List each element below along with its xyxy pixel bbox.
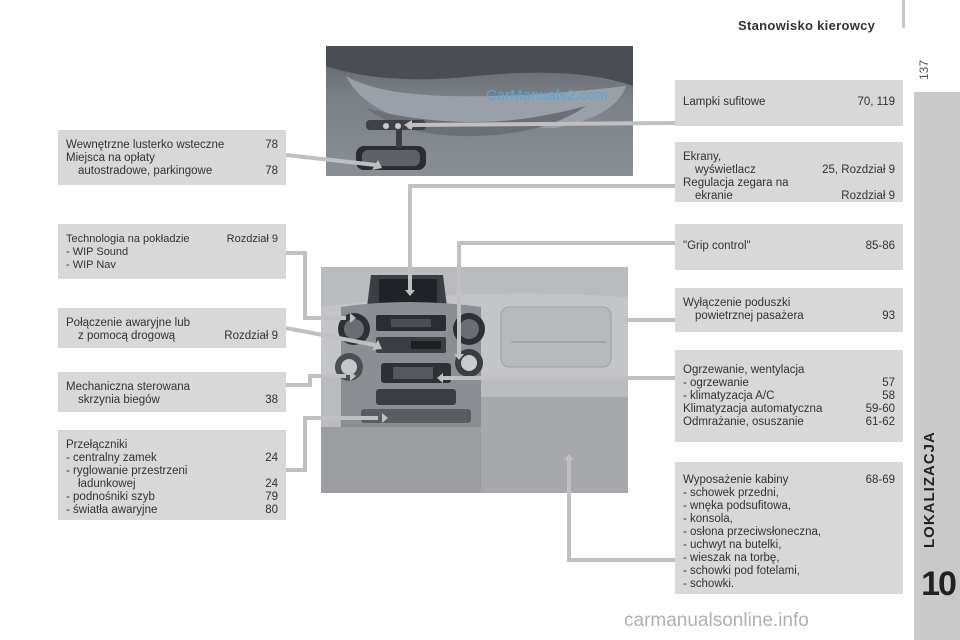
cabin-box: Wyposażenie kabiny 68-69 - schowek przedn… xyxy=(675,462,903,594)
emergency-label: Połączenie awaryjne lub xyxy=(66,317,191,329)
cabin-item: - osłona przeciwsłoneczna, xyxy=(683,526,822,538)
watermark-bottom: carmanualsonline.info xyxy=(624,610,809,631)
clock-page: Rozdział 9 xyxy=(841,190,895,202)
central-lock-item: - centralny zamek xyxy=(66,452,157,464)
switches-box: Przełączniki - centralny zamek 24 - ryglo… xyxy=(58,430,286,520)
tech-page: Rozdział 9 xyxy=(226,233,278,245)
heating-page: 57 xyxy=(882,377,895,389)
airbag-page: 93 xyxy=(882,310,895,322)
emergency-page: Rozdział 9 xyxy=(224,330,278,342)
cabin-item: - schowki. xyxy=(683,578,735,590)
ceiling-mirror-photo xyxy=(326,46,633,176)
cabin-item: - uchwyt na butelki, xyxy=(683,539,782,551)
display-label: wyświetlacz xyxy=(695,164,756,176)
wip-sound-item: - WIP Sound xyxy=(66,246,129,258)
central-lock-page: 24 xyxy=(265,452,278,464)
ceiling-mirror-illustration xyxy=(326,46,633,170)
grip-control-box: "Grip control" 85-86 xyxy=(675,224,903,270)
screens-box: Ekrany, wyświetlacz 25, Rozdział 9 Regula… xyxy=(675,142,903,202)
chapter-side-tab xyxy=(914,92,960,640)
mirror-page: 78 xyxy=(265,139,278,151)
clock-label: Regulacja zegara na xyxy=(683,177,789,189)
clock-label-cont: ekranie xyxy=(695,190,733,202)
cabin-item: - schowek przedni, xyxy=(683,487,779,499)
cabin-item: - konsola, xyxy=(683,513,733,525)
heating-box: Ogrzewanie, wentylacja - ogrzewanie 57 - … xyxy=(675,350,903,442)
tech-box: Technologia na pokładzie Rozdział 9 - WIP… xyxy=(58,224,286,279)
dashboard-photo xyxy=(321,267,628,493)
display-page: 25, Rozdział 9 xyxy=(822,164,895,176)
grip-page: 85-86 xyxy=(865,240,895,252)
gearbox-box: Mechaniczna sterowana skrzynia biegów 38 xyxy=(58,372,286,412)
cargo-lock-item-cont: ładunkowej xyxy=(78,478,136,490)
ac-page: 58 xyxy=(882,390,895,402)
gearbox-label-cont: skrzynia biegów xyxy=(78,394,160,406)
airbag-label: Wyłączenie poduszki xyxy=(683,297,791,309)
mirror-box: Wewnętrzne lusterko wsteczne 78 Miejsca n… xyxy=(58,130,286,185)
lamps-page: 70, 119 xyxy=(857,96,895,108)
gearbox-label: Mechaniczna sterowana xyxy=(66,381,191,393)
cabin-title: Wyposażenie kabiny xyxy=(683,474,789,486)
watermark-top: CarManuals2.com xyxy=(486,87,608,104)
cabin-item: - wieszak na torbę, xyxy=(683,552,780,564)
airbag-label-cont: powietrznej pasażera xyxy=(695,310,804,322)
lamps-label: Lampki sufitowe xyxy=(683,96,766,108)
wip-nav-item: - WIP Nav xyxy=(66,259,116,271)
ac-item: - klimatyzacja A/C xyxy=(683,390,775,402)
chapter-number: 10 xyxy=(921,565,957,603)
toll-label: Miejsca na opłaty xyxy=(66,152,155,164)
gearbox-page: 38 xyxy=(265,394,278,406)
window-page: 79 xyxy=(265,491,278,503)
heating-item: - ogrzewanie xyxy=(683,377,749,389)
header-divider xyxy=(902,0,905,28)
toll-page: 78 xyxy=(265,165,278,177)
emergency-label-cont: z pomocą drogową xyxy=(78,330,176,342)
lamps-box: Lampki sufitowe 70, 119 xyxy=(675,80,903,126)
cargo-lock-page: 24 xyxy=(265,478,278,490)
switches-title: Przełączniki xyxy=(66,439,128,451)
hazard-item: - światła awaryjne xyxy=(66,504,158,516)
dashboard-illustration xyxy=(321,267,628,493)
screens-label: Ekrany, xyxy=(683,151,722,163)
page-header-title: Stanowisko kierowcy xyxy=(738,18,876,33)
tech-label: Technologia na pokładzie xyxy=(66,233,190,245)
demist-item: Odmrażanie, osuszanie xyxy=(683,416,804,428)
heating-title: Ogrzewanie, wentylacja xyxy=(683,364,805,376)
cabin-item: - schowki pod fotelami, xyxy=(683,565,800,577)
window-item: - podnośniki szyb xyxy=(66,491,155,503)
cargo-lock-item: - ryglowanie przestrzeni xyxy=(66,465,188,477)
auto-ac-item: Klimatyzacja automatyczna xyxy=(683,403,823,415)
auto-ac-page: 59-60 xyxy=(865,403,895,415)
page-number: 137 xyxy=(917,59,931,80)
demist-page: 61-62 xyxy=(865,416,895,428)
toll-label-cont: autostradowe, parkingowe xyxy=(78,165,213,177)
emergency-call-box: Połączenie awaryjne lub z pomocą drogową… xyxy=(58,308,286,348)
hazard-page: 80 xyxy=(265,504,278,516)
mirror-label: Wewnętrzne lusterko wsteczne xyxy=(66,139,225,151)
grip-label: "Grip control" xyxy=(683,240,751,252)
airbag-box: Wyłączenie poduszki powietrznej pasażera… xyxy=(675,288,903,332)
cabin-item: - wnęka podsufitowa, xyxy=(683,500,792,512)
cabin-page: 68-69 xyxy=(865,474,895,486)
chapter-label: LOKALIZACJA xyxy=(921,431,938,548)
